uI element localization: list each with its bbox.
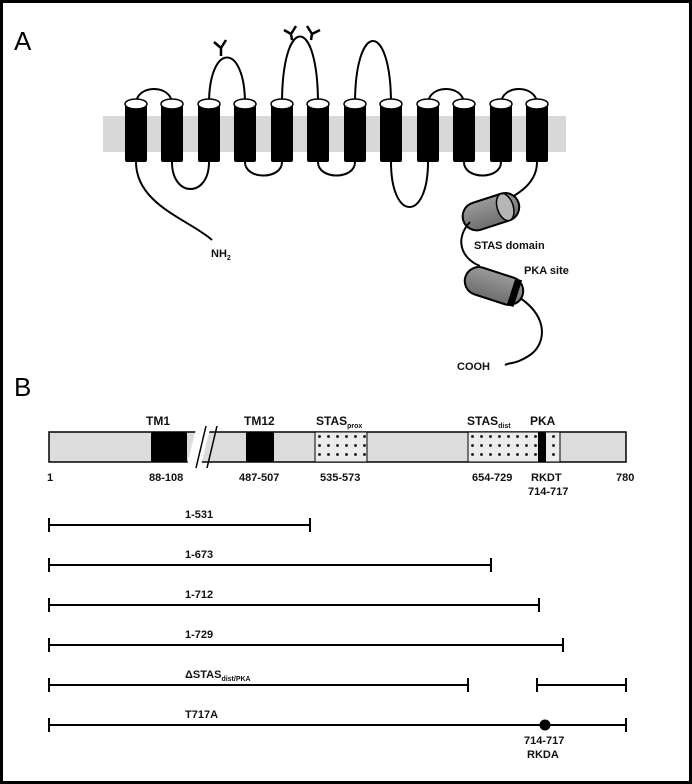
construct-1-712: 1-712 xyxy=(48,589,540,612)
n-terminus-label: NH2 xyxy=(211,248,231,262)
construct-1-531-label: 1-531 xyxy=(185,509,213,521)
c-terminal-tail xyxy=(504,297,543,366)
construct-t717a: T717A 714-717 RKDA xyxy=(48,709,627,761)
stas-dist-range: 654-729 xyxy=(472,472,512,484)
pka-block xyxy=(538,432,546,462)
construct-delta-stas: ΔSTASdist/PKA xyxy=(48,669,627,692)
construct-1-712-label: 1-712 xyxy=(185,589,213,601)
pka-range: 714-717 xyxy=(528,486,568,498)
stas-domain-label: STAS domain xyxy=(474,240,545,252)
axis-break xyxy=(186,426,211,468)
stas-dist-block xyxy=(467,431,561,463)
tm1-range: 88-108 xyxy=(149,472,183,484)
construct-delta-stas-label: ΔSTASdist/PKA xyxy=(185,669,251,683)
map-end-label: 780 xyxy=(616,472,634,484)
panel-a-letter: A xyxy=(14,26,32,56)
extracellular-loops xyxy=(135,35,538,105)
stas-prox-block xyxy=(314,431,368,463)
stas-dist-label: STASdist xyxy=(467,414,511,430)
pka-site-label: PKA site xyxy=(524,265,569,277)
construct-1-729: 1-729 xyxy=(48,629,564,652)
c-terminus-label: COOH xyxy=(457,361,490,373)
stas-helix-1 xyxy=(461,192,521,232)
construct-1-673: 1-673 xyxy=(48,549,492,572)
pka-label: PKA xyxy=(530,414,556,428)
stas-linker xyxy=(460,221,481,267)
glycosylation-site-icons xyxy=(213,25,321,56)
protein-domain-map xyxy=(48,425,627,469)
pka-motif: RKDT xyxy=(531,472,562,484)
stas-prox-range: 535-573 xyxy=(320,472,360,484)
panel-b-letter: B xyxy=(14,372,31,402)
tm12-block xyxy=(246,432,274,462)
intracellular-loops xyxy=(135,161,538,241)
construct-1-531: 1-531 xyxy=(48,509,311,532)
tm12-range: 487-507 xyxy=(239,472,279,484)
tm1-block xyxy=(151,432,187,462)
mutation-motif-label: RKDA xyxy=(527,749,559,761)
tm1-label: TM1 xyxy=(146,414,170,428)
transmembrane-helices xyxy=(124,98,549,162)
map-start-label: 1 xyxy=(47,472,53,484)
construct-t717a-label: T717A xyxy=(185,709,218,721)
tm12-label: TM12 xyxy=(244,414,275,428)
mutation-site-marker xyxy=(539,719,551,731)
construct-1-729-label: 1-729 xyxy=(185,629,213,641)
stas-prox-label: STASprox xyxy=(316,414,362,430)
construct-1-673-label: 1-673 xyxy=(185,549,213,561)
stas-helix-2 xyxy=(463,266,525,308)
mutation-range-label: 714-717 xyxy=(524,735,564,747)
